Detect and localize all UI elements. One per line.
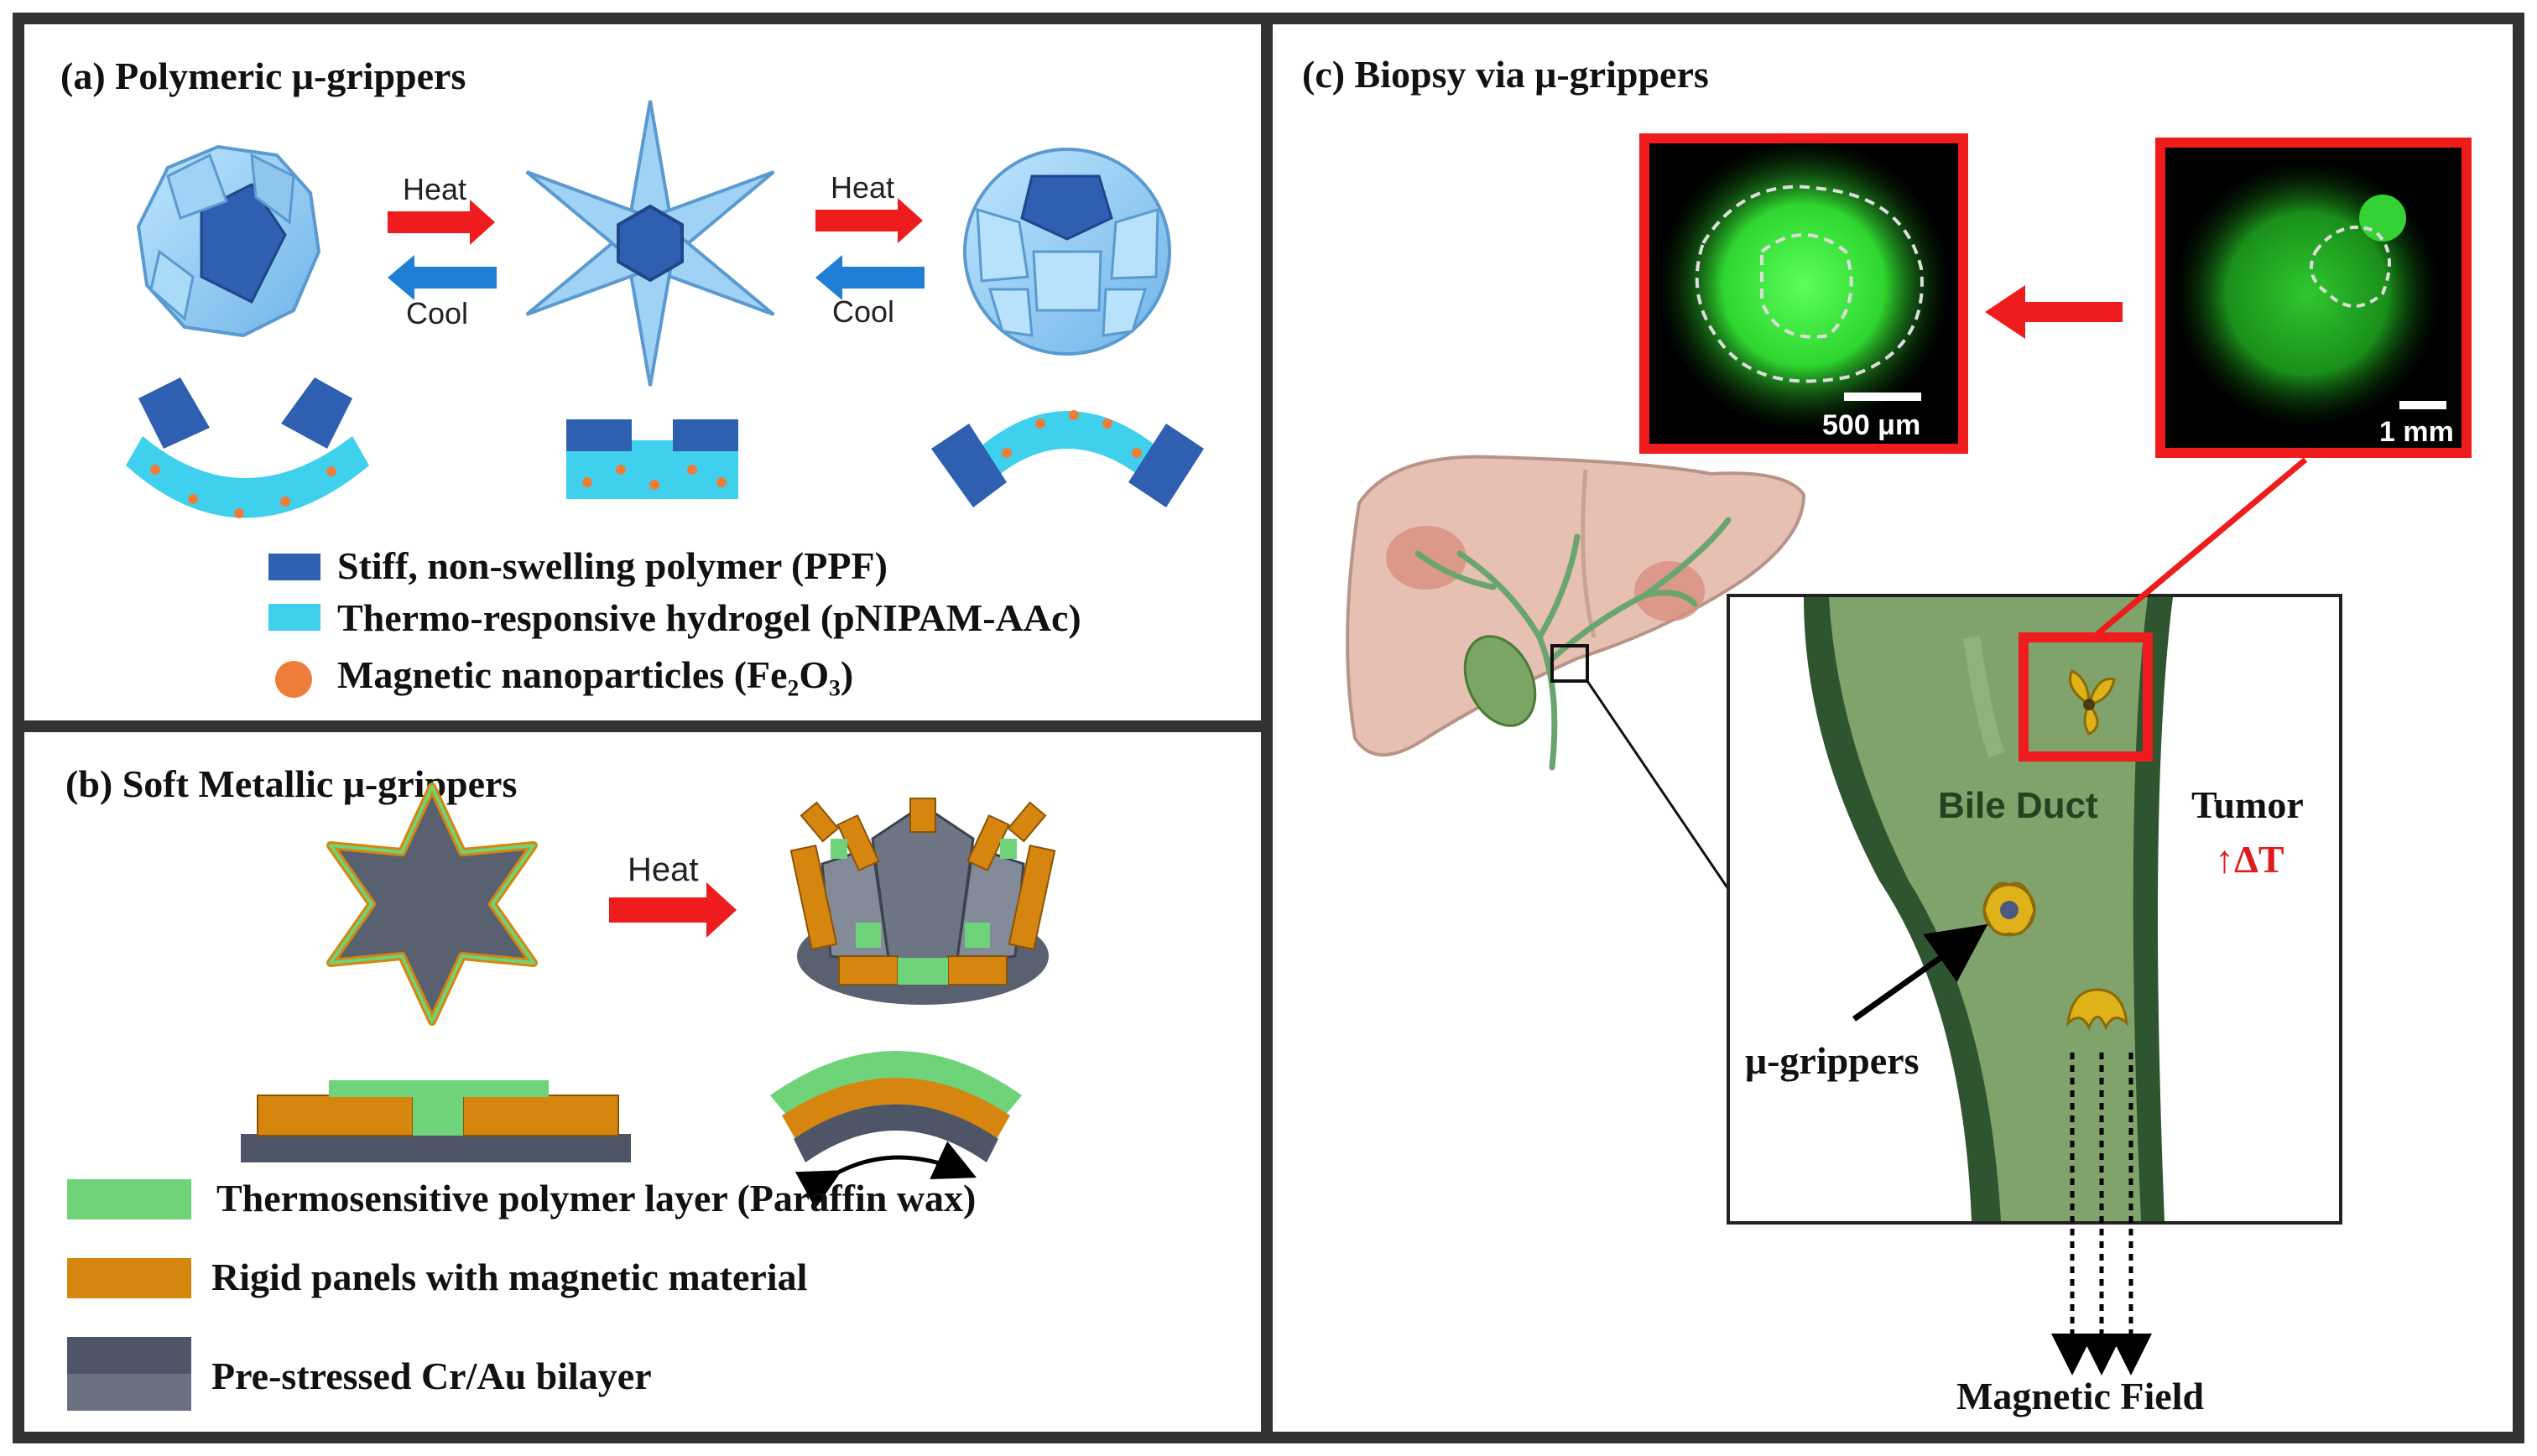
- cross-section-curved-up: [931, 410, 1204, 507]
- legend-swatch-wax: [67, 1179, 191, 1219]
- heat-cool-arrows-1: Heat Cool: [388, 172, 497, 330]
- tumor-label: Tumor: [2191, 783, 2304, 826]
- heat-arrow-b: Heat: [609, 851, 737, 938]
- flat-star-gripper: [525, 100, 775, 387]
- closed-gripper-right: [963, 148, 1171, 356]
- bile-duct-label: Bile Duct: [1938, 785, 2098, 826]
- heat-label-1: Heat: [403, 172, 466, 206]
- legend-label-nanoparticle: Magnetic nanoparticles (Fe₂O₃): [337, 653, 853, 696]
- delta-t-label: ↑ΔT: [2215, 838, 2284, 881]
- legend-b: Thermosensitive polymer layer (Paraffin …: [67, 1177, 976, 1411]
- magnetic-field-label: Magnetic Field: [1956, 1375, 2205, 1417]
- legend-swatch-bilayer-top: [67, 1337, 191, 1374]
- liver-illustration: [1346, 455, 1806, 890]
- heat-label-b: Heat: [628, 851, 699, 888]
- closed-gripper-left: [136, 144, 321, 338]
- legend-swatch-nanoparticle: [275, 661, 312, 698]
- legend-label-hydrogel: Thermo-responsive hydrogel (pNIPAM-AAc): [337, 596, 1081, 639]
- cool-label-2: Cool: [832, 294, 894, 329]
- magnetic-field-arrows: [2051, 1053, 2152, 1375]
- heat-label-2: Heat: [831, 170, 894, 205]
- metallic-star: [326, 783, 538, 1026]
- fluorescence-image-open: 1 mm: [2155, 138, 2472, 458]
- gripper-icon-top: [2069, 668, 2116, 736]
- cross-section-flat-b: [241, 1080, 631, 1162]
- image-arrow: [1985, 285, 2123, 339]
- panel-b-title: (b) Soft Metallic μ-grippers: [65, 762, 517, 805]
- legend-label-rigid-panel: Rigid panels with magnetic material: [211, 1256, 807, 1298]
- legend-label-wax: Thermosensitive polymer layer (Paraffin …: [216, 1177, 976, 1219]
- scale-bar-label-2: 1 mm: [2379, 416, 2454, 448]
- gripper-pointer-arrow: [1852, 923, 1988, 1022]
- legend-label-bilayer: Pre-stressed Cr/Au bilayer: [211, 1355, 652, 1397]
- cross-section-curved-b: [770, 1051, 1022, 1209]
- scale-bar-label-1: 500 μm: [1822, 409, 1920, 441]
- grippers-label: μ-grippers: [1745, 1039, 1920, 1082]
- gripper-icon-middle: [1982, 881, 2036, 937]
- fluorescence-image-closed: 500 μm: [1639, 133, 1968, 454]
- gripper-icon-bottom: [2066, 988, 2129, 1031]
- highlight-box: [2019, 632, 2153, 762]
- legend-swatch-rigid-panel: [67, 1258, 191, 1298]
- cross-section-curved-down: [126, 377, 369, 518]
- highlight-connector: [2091, 457, 2308, 640]
- legend-swatch-hydrogel: [268, 604, 320, 631]
- panel-a-title: (a) Polymeric μ-grippers: [60, 55, 466, 97]
- legend-swatch-bilayer-bottom: [67, 1374, 191, 1411]
- panel-c: (c) Biopsy via μ-grippers 500 μm 1 mm: [1302, 53, 2472, 1417]
- legend-label-stiff: Stiff, non-swelling polymer (PPF): [337, 544, 888, 587]
- cross-section-flat: [566, 419, 738, 499]
- cool-label-1: Cool: [406, 296, 468, 330]
- panel-c-title: (c) Biopsy via μ-grippers: [1302, 53, 1709, 96]
- legend-swatch-stiff: [268, 554, 320, 580]
- panel-b: (b) Soft Metallic μ-grippers Heat: [65, 762, 1056, 1411]
- heat-cool-arrows-2: Heat Cool: [815, 170, 925, 329]
- panel-a: (a) Polymeric μ-grippers Heat Cool: [60, 55, 1204, 698]
- folded-metallic-gripper: [789, 798, 1056, 1005]
- legend-a: Stiff, non-swelling polymer (PPF) Thermo…: [268, 544, 1081, 698]
